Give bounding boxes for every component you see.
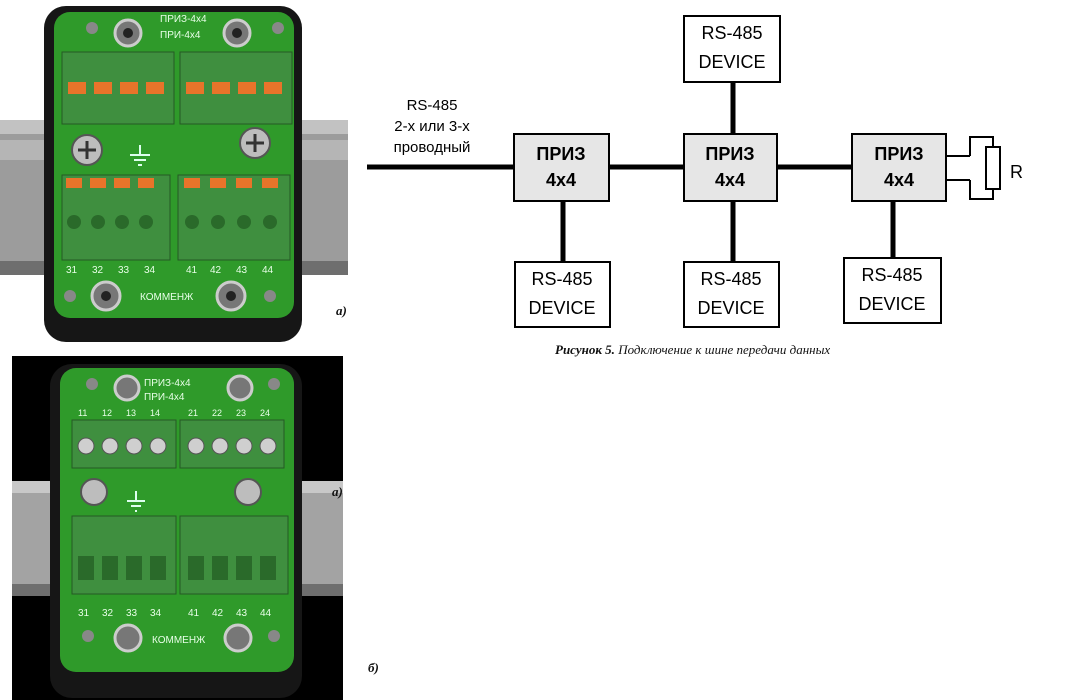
board-label-1: ПРИЗ-4х4 [144, 378, 191, 389]
board-label-2: ПРИ-4х4 [144, 392, 185, 403]
figure-caption: Рисунок 5. Подключение к шине передачи д… [555, 342, 830, 358]
input-label-line-1: RS-485 [407, 97, 458, 114]
bus-connection-diagram: R RS-485 2-х или 3-х проводный ПРИЗ 4х4 … [367, 15, 1023, 328]
board-label-2: ПРИ-4х4 [160, 30, 201, 41]
device-label-line-1: RS-485 [701, 23, 762, 43]
terminal-number: 44 [262, 265, 274, 276]
device-image-a: ПРИЗ-4х4 ПРИ-4х4 31 32 33 34 41 42 43 44… [0, 6, 348, 342]
terminal-number: 33 [118, 265, 130, 276]
hub-box [851, 133, 947, 202]
device-box [514, 261, 611, 328]
terminal-block-bottom-left [61, 174, 171, 261]
terminal-number: 14 [150, 408, 160, 418]
terminal-number: 32 [92, 265, 104, 276]
device-box [683, 15, 781, 83]
device-box [683, 261, 780, 328]
device-label-line-2: DEVICE [698, 52, 765, 72]
terminal-number: 42 [210, 265, 222, 276]
brand-label: КОММЕНЖ [152, 635, 206, 646]
figure-caption-number: Рисунок 5. [555, 342, 615, 357]
terminal-number: 33 [126, 608, 138, 619]
photo-caption-a: а) [336, 303, 347, 318]
brand-label: КОММЕНЖ [140, 292, 194, 303]
terminal-number: 13 [126, 408, 136, 418]
terminal-number: 31 [66, 265, 78, 276]
photo-caption-b: б) [368, 660, 379, 675]
input-label-line-2: 2-х или 3-х [394, 118, 470, 135]
input-label-line-3: проводный [394, 139, 471, 156]
hub-label-line-2: 4х4 [715, 170, 745, 190]
terminal-number: 41 [186, 265, 198, 276]
hub-box [683, 133, 778, 202]
board-label-1: ПРИЗ-4х4 [160, 14, 207, 25]
device-label-line-2: DEVICE [528, 298, 595, 318]
hub-label-line-1: ПРИЗ [874, 144, 923, 164]
terminal-number: 34 [144, 265, 156, 276]
device-label-line-1: RS-485 [700, 269, 761, 289]
device-label-line-2: DEVICE [858, 294, 925, 314]
device-photo-b: ПРИЗ-4х4 ПРИ-4х4 11 12 13 14 21 22 23 24… [12, 356, 343, 700]
terminator-resistor [946, 136, 1001, 200]
device-label-line-1: RS-485 [861, 265, 922, 285]
terminal-number: 42 [212, 608, 224, 619]
terminal-number: 41 [188, 608, 200, 619]
device-image-b: ПРИЗ-4х4 ПРИ-4х4 11 12 13 14 21 22 23 24… [12, 364, 343, 698]
hub-label-line-2: 4х4 [884, 170, 914, 190]
device-label-line-2: DEVICE [697, 298, 764, 318]
terminal-block-bottom-right [179, 515, 289, 595]
terminal-block-bottom-left [71, 515, 177, 595]
device-label-line-1: RS-485 [531, 269, 592, 289]
photo-caption-stray: а) [332, 484, 343, 499]
figure-caption-text: Подключение к шине передачи данных [614, 342, 831, 357]
terminal-number: 43 [236, 265, 248, 276]
terminal-number: 24 [260, 408, 270, 418]
terminal-number: 31 [78, 608, 90, 619]
terminal-number: 43 [236, 608, 248, 619]
hub-label-line-2: 4х4 [546, 170, 576, 190]
terminal-number: 21 [188, 408, 198, 418]
hub-box [513, 133, 610, 202]
terminal-number: 12 [102, 408, 112, 418]
hub-label-line-1: ПРИЗ [536, 144, 585, 164]
terminal-number: 23 [236, 408, 246, 418]
terminal-number: 22 [212, 408, 222, 418]
terminal-number: 11 [78, 408, 87, 418]
resistor-label: R [1010, 162, 1023, 182]
hub-label-line-1: ПРИЗ [705, 144, 754, 164]
terminal-number: 32 [102, 608, 114, 619]
device-box [843, 257, 942, 324]
device-photo-a: ПРИЗ-4х4 ПРИ-4х4 31 32 33 34 41 42 43 44… [0, 0, 348, 348]
terminal-number: 34 [150, 608, 162, 619]
terminal-number: 44 [260, 608, 272, 619]
